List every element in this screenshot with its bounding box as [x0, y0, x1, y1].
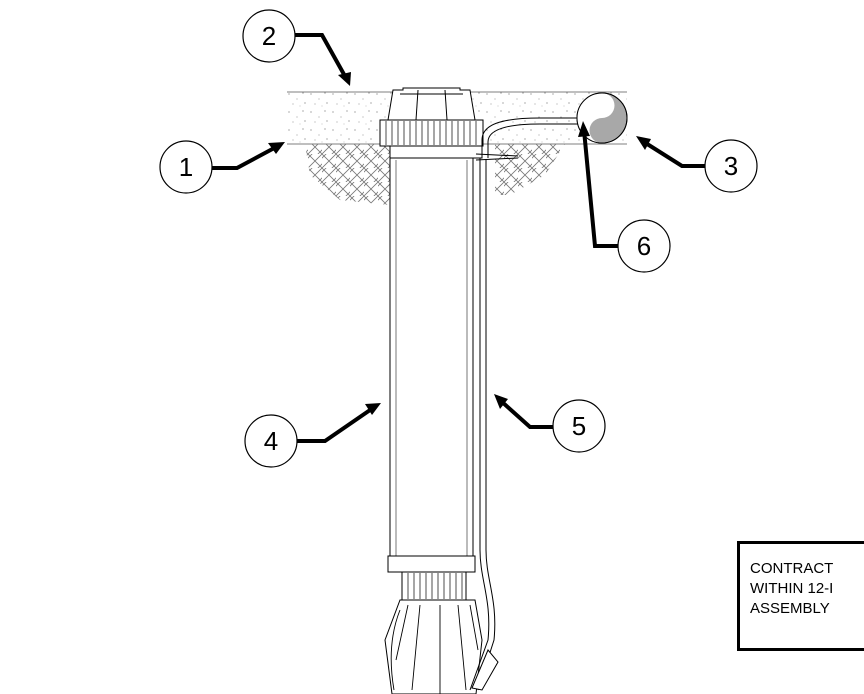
note-line-1: CONTRACT [750, 560, 834, 577]
subgrade-hatch [305, 144, 565, 205]
leader-4 [296, 403, 381, 443]
sprinkler-body [384, 157, 483, 694]
leader-1 [210, 142, 285, 170]
sprinkler-head [379, 87, 484, 159]
flex-tubing [469, 153, 519, 691]
callout-3-label: 3 [724, 151, 738, 181]
callout-5-label: 5 [572, 411, 586, 441]
contractor-note-box: CONTRACT WITHIN 12-I ASSEMBLY [737, 541, 864, 651]
leader-5 [494, 394, 554, 429]
callout-1: 1 [159, 140, 213, 194]
callout-1-label: 1 [179, 152, 193, 182]
leader-6 [578, 121, 618, 248]
callout-6: 6 [617, 219, 671, 273]
note-line-2: WITHIN 12-I [750, 580, 834, 597]
callout-4-label: 4 [264, 426, 278, 456]
tubing-to-marker [481, 117, 580, 158]
callout-2: 2 [242, 9, 296, 63]
callout-5: 5 [552, 399, 606, 453]
callout-2-label: 2 [262, 21, 276, 51]
note-line-3: ASSEMBLY [750, 600, 830, 617]
leader-3 [636, 136, 705, 168]
callout-3: 3 [704, 139, 758, 193]
callout-6-label: 6 [637, 231, 651, 261]
callout-4: 4 [244, 414, 298, 468]
leader-2 [294, 33, 351, 86]
